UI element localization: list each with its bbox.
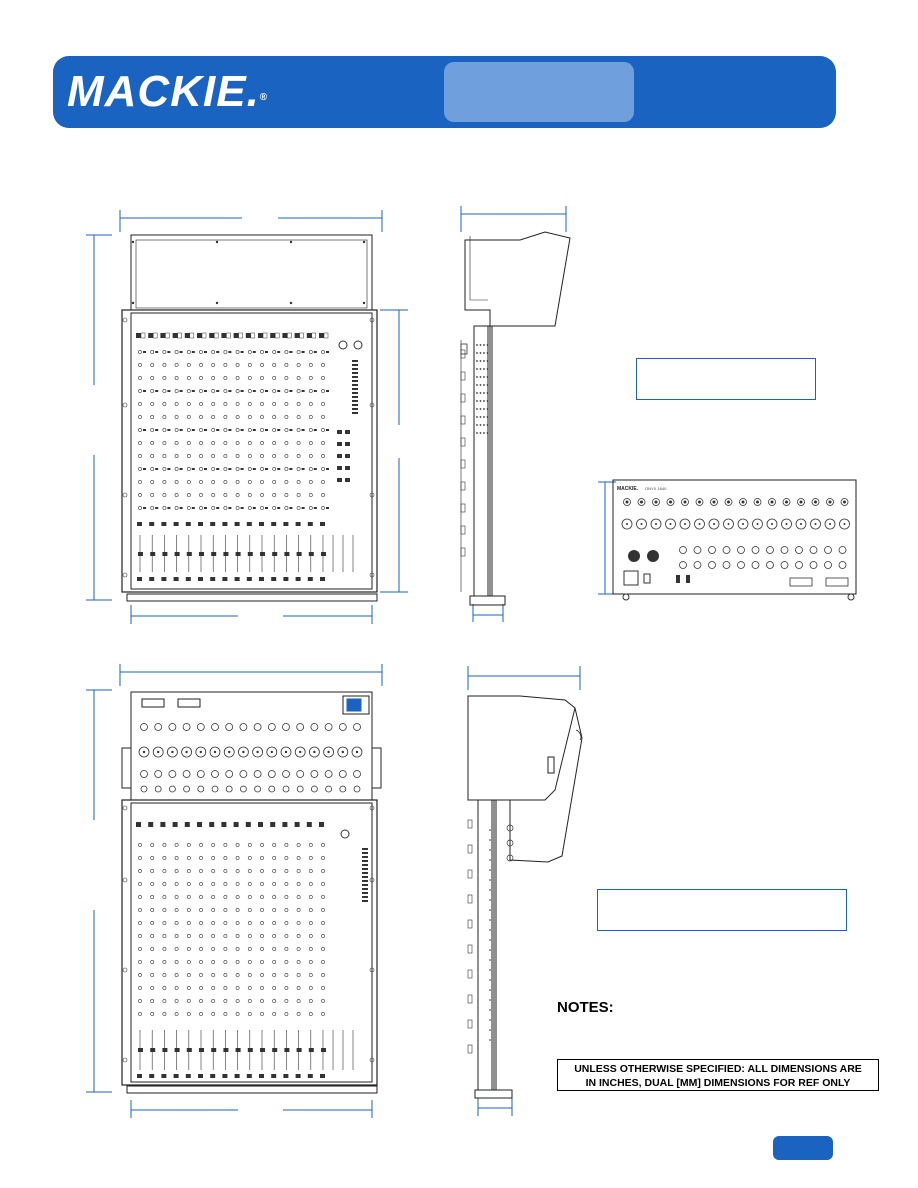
- mackie-logo: MACKIE.®: [67, 67, 269, 116]
- lower-side-callout-box: [597, 889, 847, 931]
- rear-panel-jacks: [621, 498, 855, 601]
- notes-line-1: UNLESS OTHERWISE SPECIFIED: ALL DIMENSIO…: [574, 1063, 862, 1075]
- notes-title: NOTES:: [557, 999, 614, 1016]
- side-view-upper-details: [460, 343, 489, 557]
- top-view-lower: [86, 664, 383, 1118]
- top-view-upper-channels: [122, 240, 375, 581]
- model-label-box: [444, 62, 634, 122]
- notes-box: UNLESS OTHERWISE SPECIFIED: ALL DIMENSIO…: [557, 1059, 879, 1091]
- page-number-tab: [773, 1136, 833, 1160]
- rear-panel-view: [598, 479, 857, 595]
- side-view-lower-details: [467, 819, 514, 1054]
- notes-line-2: IN INCHES, DUAL [MM] DIMENSIONS FOR REF …: [585, 1077, 851, 1089]
- upper-side-callout-box: [636, 358, 816, 400]
- rear-model-text: ONYX 1640: [645, 486, 667, 491]
- side-view-lower: [467, 666, 583, 1116]
- rear-brand-text: MACKIE.: [617, 486, 639, 492]
- top-view-lower-channels: [122, 723, 375, 1078]
- side-view-upper: [460, 206, 571, 622]
- top-view-upper: [86, 210, 408, 624]
